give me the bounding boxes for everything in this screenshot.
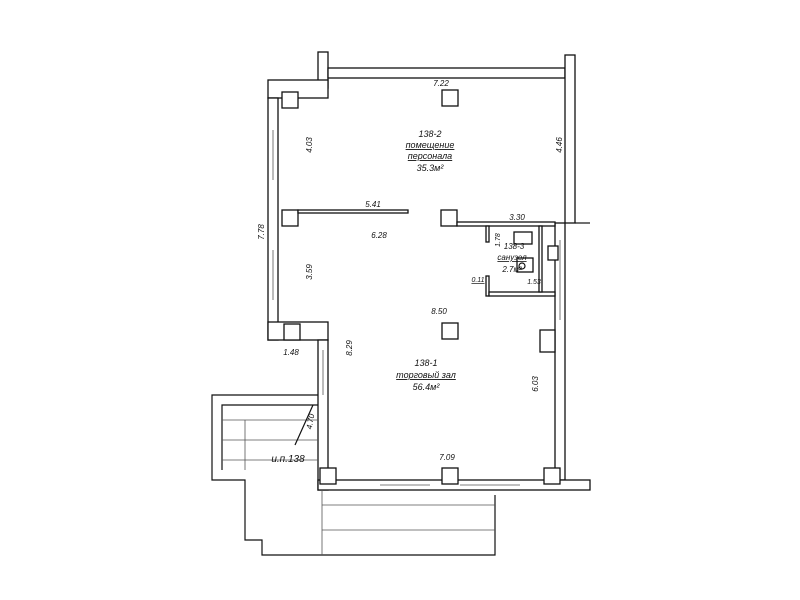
room-138-2-area: 35.3м² xyxy=(417,163,445,173)
room-138-3-area: 2.7м² xyxy=(501,265,522,274)
room-138-3-name: санузел xyxy=(497,253,527,262)
partitions xyxy=(297,209,559,353)
room-138-2-id: 138-2 xyxy=(418,129,441,139)
room-138-2-name-2: персонала xyxy=(408,151,452,161)
dim-wc-top: 3.30 xyxy=(509,213,525,222)
dim-partition: 5.41 xyxy=(365,200,381,209)
room-138-3-id: 138-3 xyxy=(504,242,525,251)
room-138-1-name: торговый зал xyxy=(396,370,456,380)
entrance-label: и.п.138 xyxy=(271,454,305,465)
dim-step: 1.48 xyxy=(283,348,299,357)
dim-lower-left: 8.29 xyxy=(345,340,354,356)
dim-upper-left: 4.03 xyxy=(305,137,314,153)
dim-wc-side: 1.78 xyxy=(495,233,502,247)
outer-walls xyxy=(267,51,591,491)
columns xyxy=(281,89,561,485)
dim-upper-right: 4.46 xyxy=(555,137,564,153)
room-138-1-area: 56.4м² xyxy=(413,382,441,392)
dim-mid-left: 3.59 xyxy=(305,264,314,280)
dim-left-total: 7.78 xyxy=(257,224,266,240)
dim-lower-right: 6.03 xyxy=(531,376,540,392)
dim-bottom: 7.09 xyxy=(439,453,455,462)
dim-room-width: 6.28 xyxy=(371,231,387,240)
dim-wc-small: 0.11 xyxy=(471,277,484,284)
dim-mid: 8.50 xyxy=(431,307,447,316)
room-138-1-id: 138-1 xyxy=(414,358,437,368)
dim-vestibule: 4.70 xyxy=(305,413,317,430)
dim-wc-bottom: 1.53 xyxy=(527,279,541,286)
room-138-2-name-1: помещение xyxy=(406,140,455,150)
stairs xyxy=(211,394,496,556)
dim-top: 7.22 xyxy=(433,79,449,88)
